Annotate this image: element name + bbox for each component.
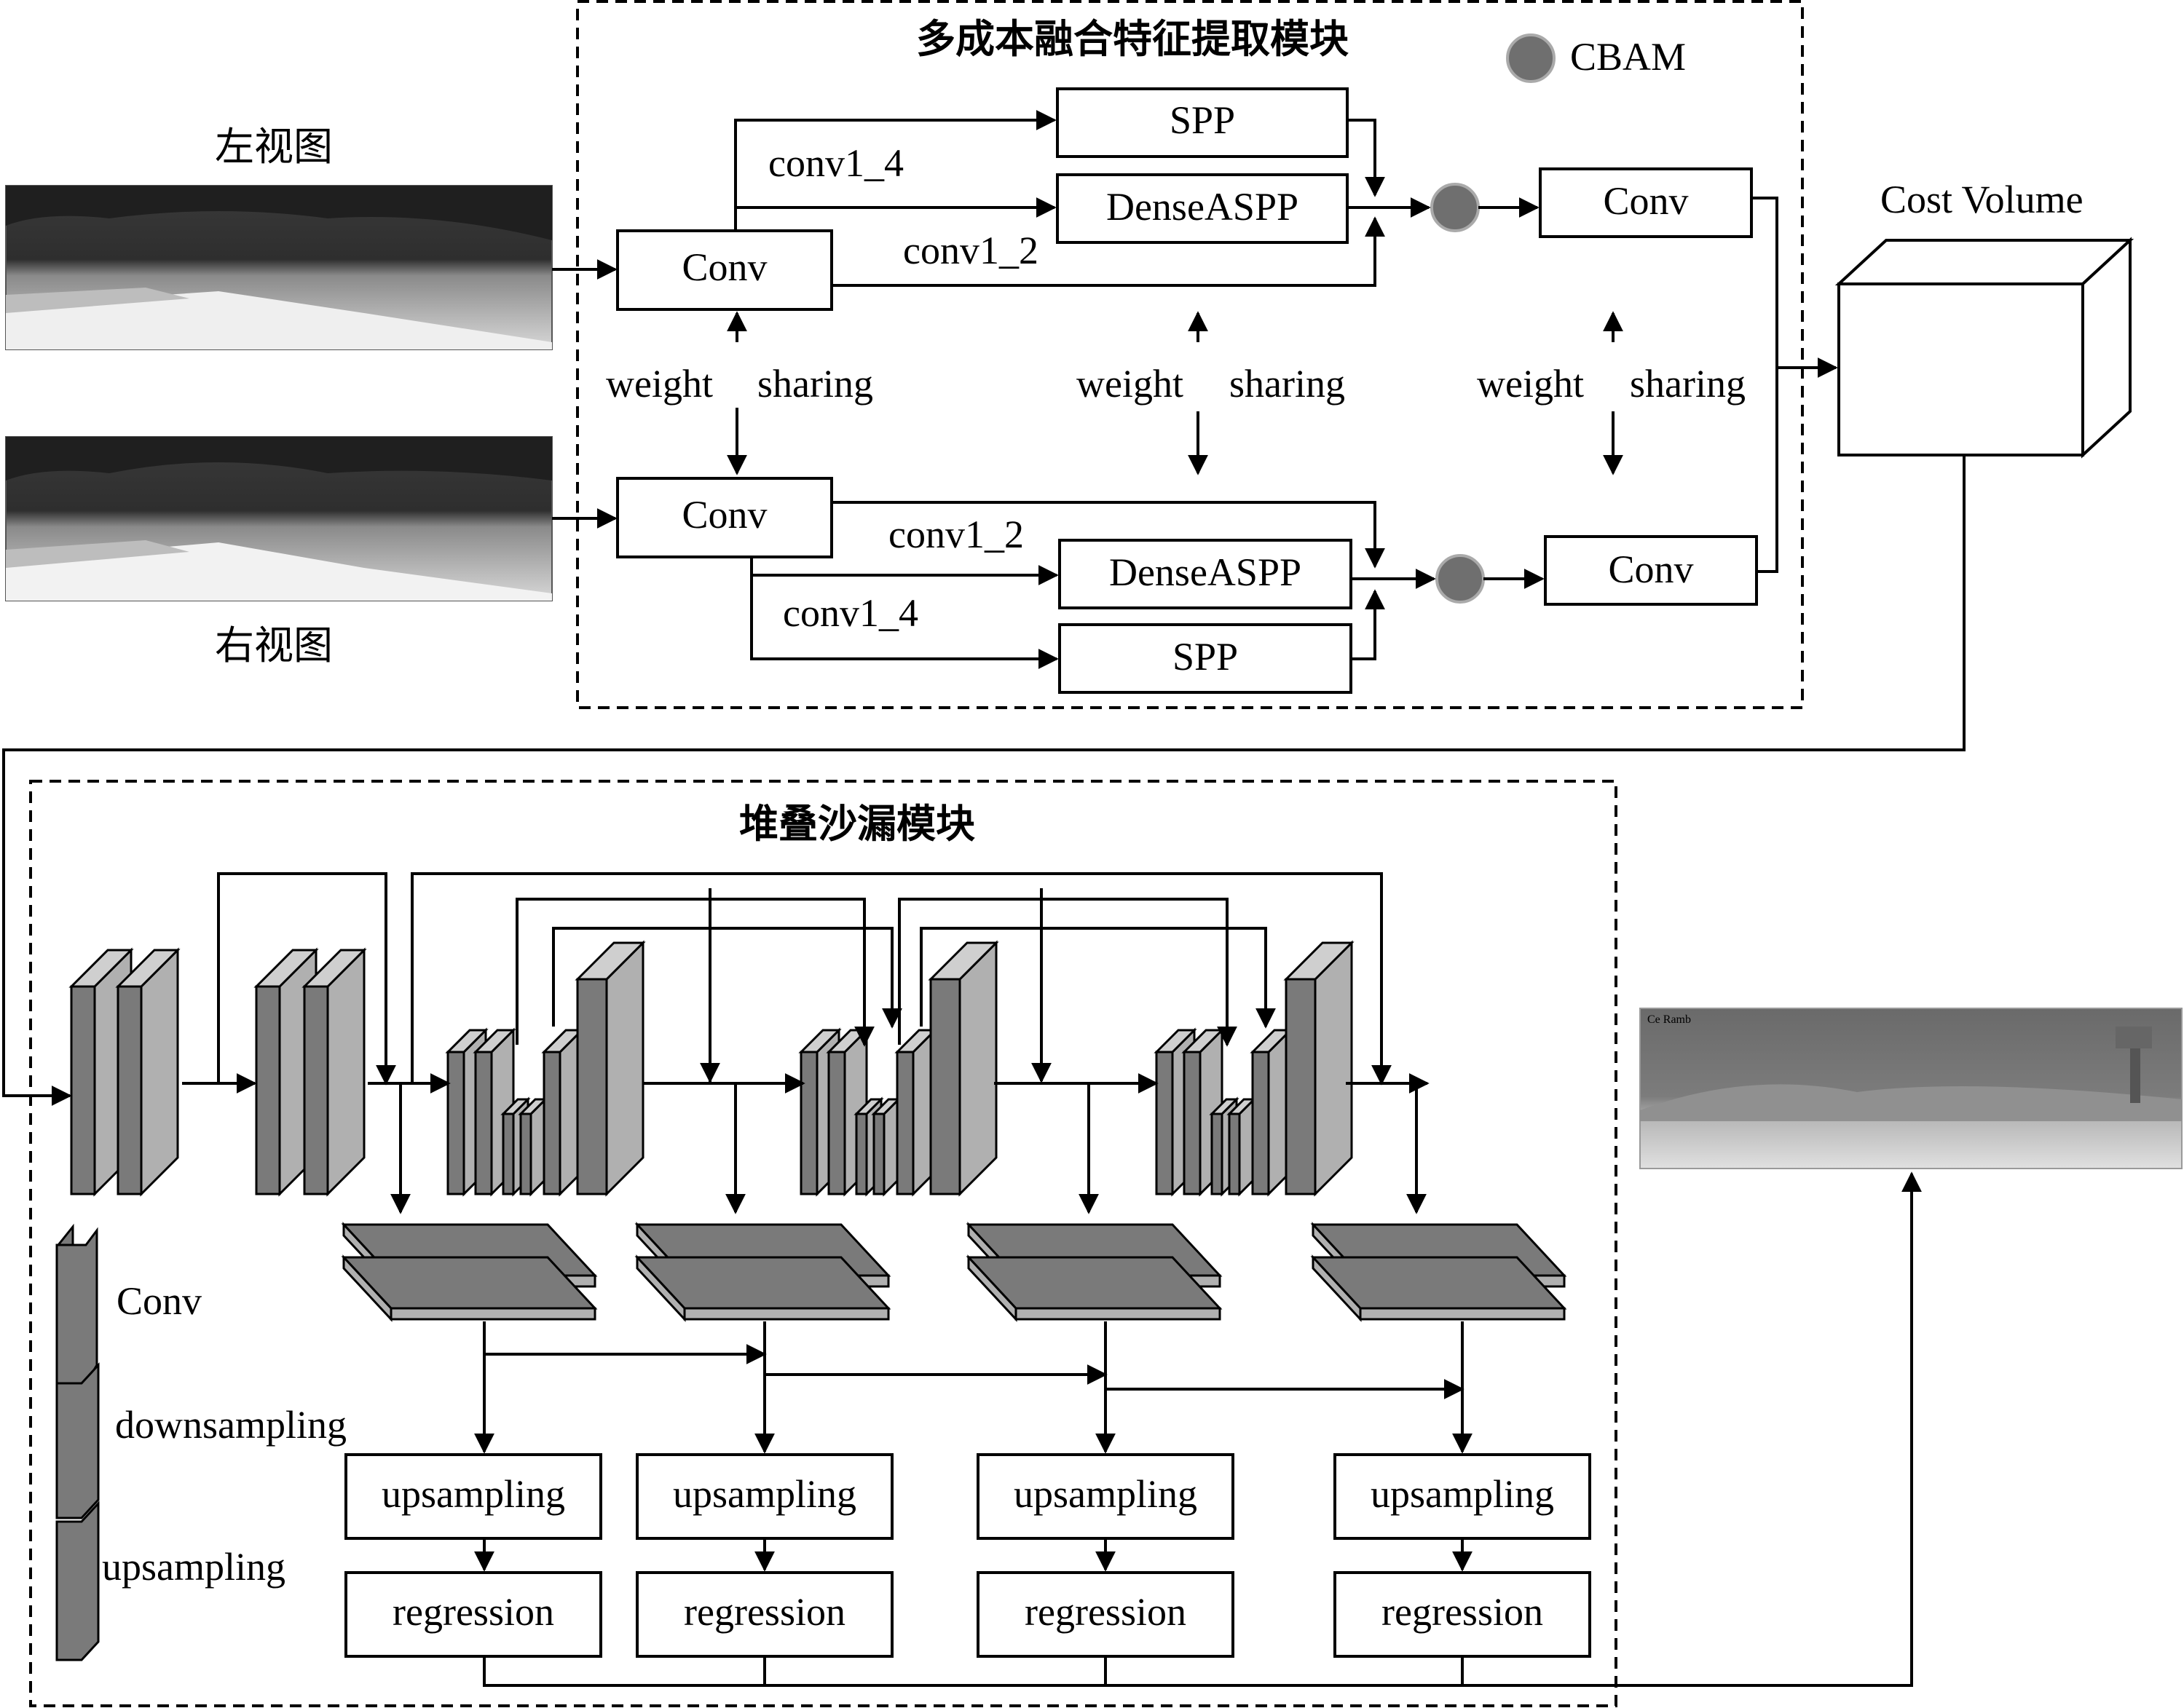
upsampling-box-2 (636, 1453, 894, 1540)
left-out-conv-label: Conv (1603, 179, 1688, 223)
hourglass-1-down (518, 1096, 548, 1197)
hourglass-2-up (894, 1027, 938, 1197)
legend-upsampling-label: upsampling (102, 1545, 285, 1589)
legend-upsampling-icon (55, 1501, 100, 1661)
legend-downsampling-icon (55, 1362, 100, 1519)
hourglass-module-frame (29, 780, 1617, 1707)
hourglass-2-down (871, 1096, 902, 1197)
weight-label-3: weight (1477, 362, 1584, 406)
left-conv-box (616, 229, 833, 311)
hourglass-3-up (1283, 940, 1355, 1197)
left-spp-box (1056, 87, 1349, 158)
right-spp-label: SPP (1172, 635, 1238, 679)
conv-block (115, 947, 181, 1197)
hourglass-module-title: 堆叠沙漏模块 (739, 802, 975, 846)
upsampling-label-1: upsampling (382, 1472, 565, 1516)
legend-conv-label: Conv (117, 1279, 202, 1323)
sharing-label-3: sharing (1630, 362, 1746, 406)
weight-label-2: weight (1076, 362, 1183, 406)
output-disparity-image (1639, 1008, 2183, 1169)
regression-box-1 (344, 1571, 602, 1658)
hourglass-conv-blocks (68, 940, 1355, 1197)
cost-volume-cube (1834, 237, 2134, 459)
upsampling-box-3 (977, 1453, 1234, 1540)
right-conv1-2-label: conv1_2 (888, 513, 1024, 556)
cbam-legend-icon (1506, 33, 1556, 83)
right-cbam-node (1435, 554, 1485, 604)
hourglass-feature-plates (341, 1222, 1567, 1322)
left-out-conv-box (1539, 167, 1753, 238)
right-conv-box (616, 477, 833, 558)
legend-downsampling-label: downsampling (115, 1403, 347, 1447)
left-view-label: 左视图 (215, 125, 333, 169)
right-view-label: 右视图 (215, 624, 333, 668)
cost-volume-label: Cost Volume (1880, 178, 2084, 221)
left-denseaspp-label: DenseASPP (1106, 185, 1298, 229)
hourglass-3-down (1226, 1096, 1257, 1197)
regression-label-4: regression (1381, 1590, 1543, 1634)
left-cbam-node (1430, 183, 1480, 232)
feature-module-frame (576, 0, 1804, 709)
upsampling-label-3: upsampling (1014, 1472, 1197, 1516)
regression-box-2 (636, 1571, 894, 1658)
regression-label-1: regression (393, 1590, 554, 1634)
right-conv-label: Conv (682, 493, 767, 537)
feature-plate-stack-4 (1310, 1254, 1567, 1322)
right-out-conv-box (1544, 535, 1758, 606)
regression-box-4 (1333, 1571, 1591, 1658)
upsampling-box-1 (344, 1453, 602, 1540)
left-conv1-2-label: conv1_2 (903, 229, 1038, 272)
left-denseaspp-box (1056, 173, 1349, 244)
left-view-image (5, 185, 553, 350)
cbam-legend-label: CBAM (1570, 35, 1686, 79)
upsampling-box-4 (1333, 1453, 1591, 1540)
hourglass-2-up (928, 940, 999, 1197)
hourglass-1-up (541, 1027, 585, 1197)
regression-label-3: regression (1025, 1590, 1186, 1634)
upsampling-label-4: upsampling (1371, 1472, 1554, 1516)
left-conv1-4-label: conv1_4 (768, 141, 904, 185)
output-image-caption: Ce Ramb (1647, 1013, 1691, 1026)
right-denseaspp-box (1058, 539, 1352, 609)
right-conv1-4-label: conv1_4 (783, 591, 918, 635)
right-view-image (5, 436, 553, 601)
upsampling-label-2: upsampling (673, 1472, 856, 1516)
feature-plate-stack-1 (341, 1254, 598, 1322)
hourglass-3-up (1250, 1027, 1293, 1197)
right-spp-box (1058, 623, 1352, 694)
hourglass-1-up (575, 940, 646, 1197)
feature-module-wires (2, 110, 1966, 1106)
sharing-label-2: sharing (1229, 362, 1345, 406)
left-conv-label: Conv (682, 245, 767, 289)
conv-block (301, 947, 367, 1197)
legend-conv-icon (55, 1223, 98, 1387)
left-spp-label: SPP (1170, 98, 1235, 142)
feature-plate-stack-2 (634, 1254, 891, 1322)
hourglass-wires (182, 872, 1922, 1687)
regression-label-2: regression (684, 1590, 845, 1634)
sharing-label-1: sharing (757, 362, 873, 406)
regression-box-3 (977, 1571, 1234, 1658)
weight-label-1: weight (606, 362, 713, 406)
right-denseaspp-label: DenseASPP (1109, 550, 1301, 594)
feature-plate-stack-3 (966, 1254, 1223, 1322)
right-out-conv-label: Conv (1608, 547, 1693, 591)
feature-module-title: 多成本融合特征提取模块 (916, 17, 1349, 61)
